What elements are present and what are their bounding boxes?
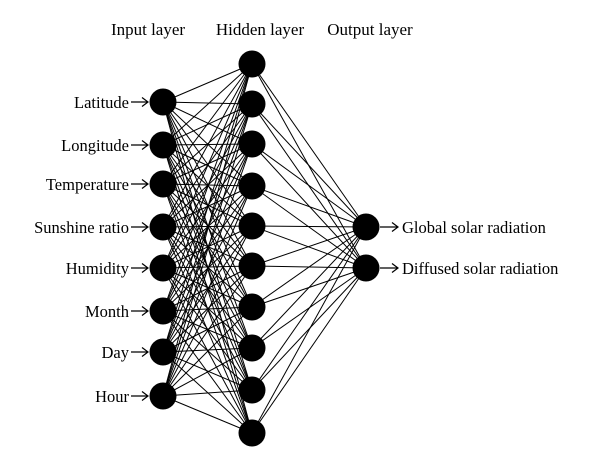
nodes — [149, 50, 380, 447]
edge-input-7-hidden-1 — [162, 63, 253, 353]
output-node-diffused-solar-radiation — [352, 254, 380, 282]
input-node-hour — [149, 382, 177, 410]
input-label-hour: Hour — [95, 387, 129, 406]
edge-input-5-hidden-1 — [162, 63, 253, 269]
edge-input-8-hidden-7 — [162, 306, 253, 397]
arrows — [131, 97, 399, 401]
output-label-global-solar-radiation: Global solar radiation — [402, 218, 546, 237]
hidden-node-2 — [238, 90, 266, 118]
hidden-node-1 — [238, 50, 266, 78]
edge-input-5-hidden-8 — [162, 267, 253, 349]
edge-hidden-2-output-1 — [251, 103, 367, 228]
edge-hidden-3-output-1 — [251, 143, 367, 228]
arrow-right-icon — [131, 263, 149, 273]
input-node-month — [149, 297, 177, 325]
edge-hidden-9-output-1 — [251, 226, 367, 391]
arrow-right-icon — [131, 97, 149, 107]
edge-input-7-hidden-2 — [162, 103, 253, 353]
edge-input-8-hidden-4 — [162, 185, 253, 397]
input-label-sunshine-ratio: Sunshine ratio — [34, 218, 129, 237]
edge-input-5-hidden-6 — [162, 265, 253, 269]
edge-input-8-hidden-5 — [162, 225, 253, 397]
arrow-right-icon — [131, 306, 149, 316]
edge-input-2-hidden-1 — [162, 63, 253, 146]
input-label-latitude: Latitude — [74, 93, 129, 112]
input-label-month: Month — [85, 302, 130, 321]
edge-hidden-10-output-2 — [251, 267, 367, 434]
edge-input-4-hidden-1 — [162, 63, 253, 228]
input-node-day — [149, 338, 177, 366]
hidden-node-10 — [238, 419, 266, 447]
input-node-latitude — [149, 88, 177, 116]
edge-input-8-hidden-8 — [162, 347, 253, 397]
edge-input-3-hidden-1 — [162, 63, 253, 185]
arrow-right-icon — [131, 347, 149, 357]
input-label-humidity: Humidity — [66, 259, 130, 278]
hidden-node-5 — [238, 212, 266, 240]
input-layer-header: Input layer — [111, 20, 185, 39]
hidden-node-8 — [238, 334, 266, 362]
edge-hidden-7-output-1 — [251, 226, 367, 308]
edge-input-6-hidden-1 — [162, 63, 253, 312]
edge-hidden-10-output-1 — [251, 226, 367, 434]
edge-input-8-hidden-1 — [162, 63, 253, 397]
edge-input-8-hidden-3 — [162, 143, 253, 397]
edge-input-3-hidden-6 — [162, 183, 253, 267]
input-label-day: Day — [102, 343, 130, 362]
edge-input-7-hidden-9 — [162, 351, 253, 391]
edge-input-5-hidden-2 — [162, 103, 253, 269]
edge-input-8-hidden-10 — [162, 395, 253, 434]
output-node-global-solar-radiation — [352, 213, 380, 241]
arrow-right-icon — [131, 140, 149, 150]
input-label-longitude: Longitude — [61, 136, 129, 155]
arrow-right-icon — [380, 222, 399, 232]
arrow-right-icon — [380, 263, 399, 273]
hidden-node-4 — [238, 172, 266, 200]
edge-input-1-hidden-2 — [162, 101, 253, 105]
input-node-longitude — [149, 131, 177, 159]
arrow-right-icon — [131, 179, 149, 189]
arrow-right-icon — [131, 391, 149, 401]
edge-input-8-hidden-9 — [162, 389, 253, 397]
connections — [162, 63, 367, 434]
edge-hidden-1-output-1 — [251, 63, 367, 228]
edge-hidden-4-output-1 — [251, 185, 367, 228]
edge-input-3-hidden-2 — [162, 103, 253, 185]
edge-input-7-hidden-6 — [162, 265, 253, 353]
edge-input-3-hidden-3 — [162, 143, 253, 185]
output-layer-header: Output layer — [327, 20, 413, 39]
hidden-node-7 — [238, 293, 266, 321]
hidden-layer-header: Hidden layer — [216, 20, 305, 39]
edge-input-8-hidden-2 — [162, 103, 253, 397]
hidden-node-6 — [238, 252, 266, 280]
edge-input-5-hidden-7 — [162, 267, 253, 308]
edge-input-3-hidden-5 — [162, 183, 253, 227]
edge-input-7-hidden-5 — [162, 225, 253, 353]
edge-hidden-5-output-1 — [251, 225, 367, 228]
edge-input-7-hidden-8 — [162, 347, 253, 353]
hidden-node-9 — [238, 376, 266, 404]
input-node-sunshine-ratio — [149, 213, 177, 241]
edge-input-1-hidden-6 — [162, 101, 253, 267]
edge-input-3-hidden-8 — [162, 183, 253, 349]
hidden-node-3 — [238, 130, 266, 158]
edge-input-8-hidden-6 — [162, 265, 253, 397]
edge-hidden-8-output-1 — [251, 226, 367, 349]
input-node-humidity — [149, 254, 177, 282]
arrow-right-icon — [131, 222, 149, 232]
input-node-temperature — [149, 170, 177, 198]
output-label-diffused-solar-radiation: Diffused solar radiation — [402, 259, 558, 278]
edge-input-7-hidden-7 — [162, 306, 253, 353]
edge-input-7-hidden-3 — [162, 143, 253, 353]
input-label-temperature: Temperature — [46, 175, 129, 194]
edge-input-3-hidden-7 — [162, 183, 253, 308]
edge-input-1-hidden-1 — [162, 63, 253, 103]
edge-input-5-hidden-3 — [162, 143, 253, 269]
edge-input-1-hidden-3 — [162, 101, 253, 145]
edge-hidden-6-output-1 — [251, 226, 367, 267]
